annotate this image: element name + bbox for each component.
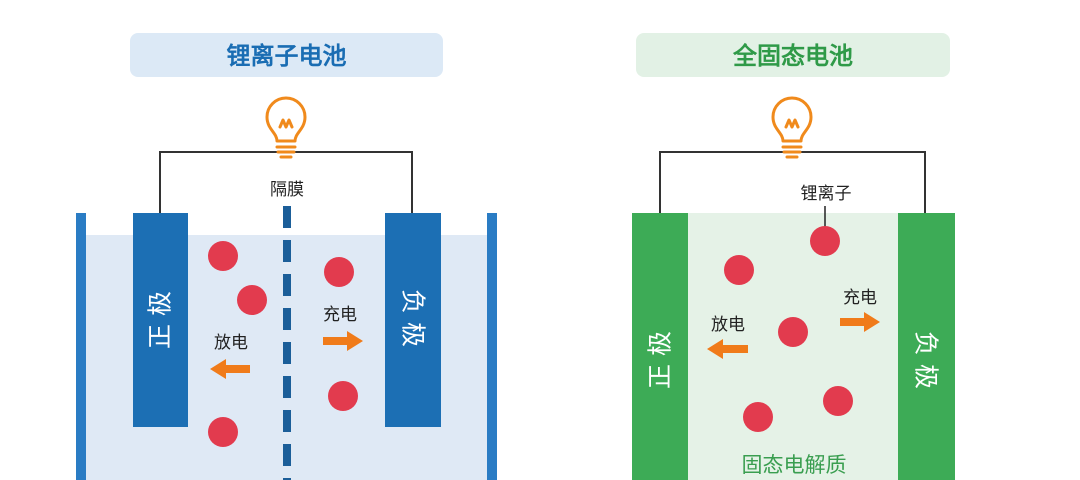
lithium-ion-dot xyxy=(237,285,267,315)
lithium-ion-title-box: 锂离子电池 xyxy=(130,33,443,77)
solid-state-negative-electrode-label: 负极 xyxy=(912,331,941,397)
solid-electrolyte-label: 固态电解质 xyxy=(742,453,847,477)
lithium-ion-dot xyxy=(743,402,773,432)
lithium-ion-positive-electrode-label: 正极 xyxy=(146,283,175,349)
discharge-arrow-left-icon xyxy=(707,339,748,359)
solid-state-external-circuit-wire xyxy=(659,151,926,213)
charge-arrow-right-icon xyxy=(323,331,363,351)
solid-state-negative-electrode xyxy=(898,213,955,480)
lithium-ion-dot xyxy=(328,381,358,411)
lithium-ion-callout-label: 锂离子 xyxy=(801,184,852,204)
separator-label: 隔膜 xyxy=(270,180,304,200)
lightbulb-icon xyxy=(265,96,307,159)
solid-state-title: 全固态电池 xyxy=(732,42,853,70)
lithium-ion-dot xyxy=(724,255,754,285)
solid-state-positive-electrode-label: 正极 xyxy=(646,323,675,389)
container-left-wall xyxy=(76,213,86,480)
lithium-ion-dot xyxy=(208,241,238,271)
discharge-arrow-left-icon xyxy=(210,359,250,379)
bulb-filament xyxy=(784,118,800,129)
solid-state-charge-label: 充电 xyxy=(843,288,877,308)
lightbulb-icon xyxy=(771,96,813,159)
solid-state-panel: 全固态电池 正极 负极 锂离子 充电 放电 固态电解质 xyxy=(632,33,955,480)
lithium-ion-positive-electrode xyxy=(133,213,188,427)
lithium-ion-charge-label: 充电 xyxy=(323,305,357,325)
lithium-ion-dot xyxy=(324,257,354,287)
lithium-ion-title-background xyxy=(130,33,443,77)
lithium-ion-dot xyxy=(778,317,808,347)
bulb-glass xyxy=(771,96,813,143)
lithium-ion-title: 锂离子电池 xyxy=(227,42,347,70)
solid-state-title-box: 全固态电池 xyxy=(636,33,950,77)
lithium-ion-dot xyxy=(208,417,238,447)
lithium-ion-negative-electrode-label: 负极 xyxy=(399,289,428,355)
lithium-ion-discharge-label: 放电 xyxy=(214,333,248,353)
solid-state-positive-electrode xyxy=(632,213,688,480)
bulb-glass xyxy=(265,96,307,143)
container-right-wall xyxy=(487,213,497,480)
solid-state-title-background xyxy=(636,33,950,77)
lithium-ion-negative-electrode xyxy=(385,213,441,427)
lithium-ion-dot xyxy=(823,386,853,416)
bulb-filament xyxy=(278,118,294,129)
solid-state-discharge-label: 放电 xyxy=(711,315,745,335)
charge-arrow-right-icon xyxy=(840,312,880,332)
lithium-ion-dot xyxy=(810,226,840,256)
lithium-ion-panel: 锂离子电池 正极 负极 隔膜 放电 充电 xyxy=(76,33,497,480)
